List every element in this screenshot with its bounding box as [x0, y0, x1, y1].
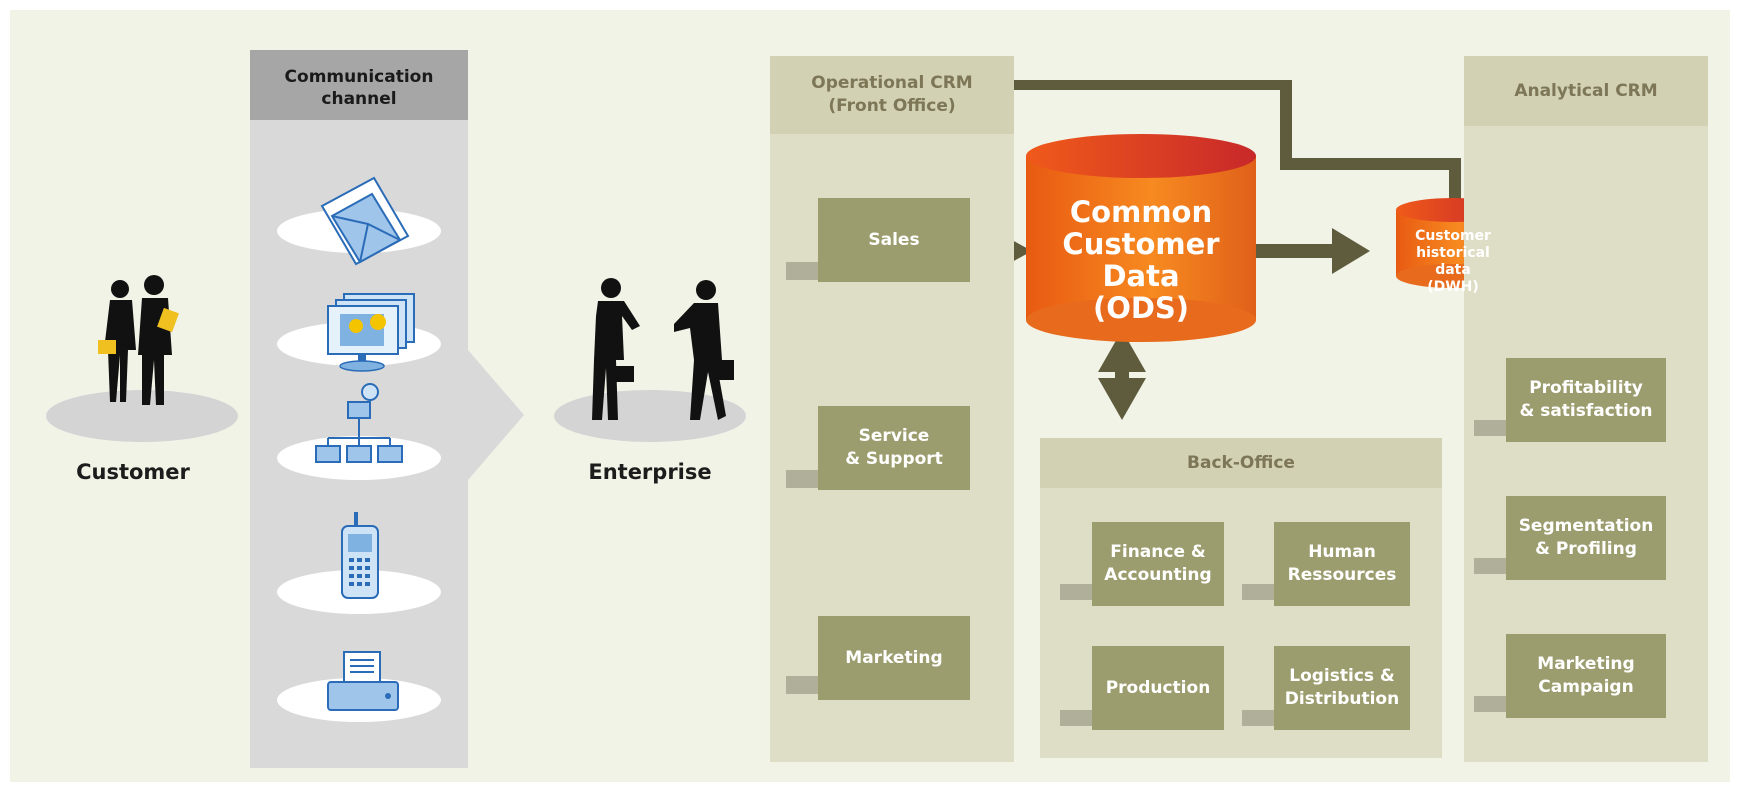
service-line2: & Support: [845, 449, 943, 469]
dwh-line2: historical data: [1416, 245, 1490, 278]
finance-line2: Accounting: [1104, 565, 1212, 585]
ods-database-icon: [1026, 134, 1256, 342]
production-box: Production: [1092, 646, 1224, 730]
logistics-distribution-box: Logistics & Distribution: [1274, 646, 1410, 730]
service-support-box: Service & Support: [818, 406, 970, 490]
channel-header-line1: Communication: [284, 67, 434, 87]
enterprise-figures: [592, 278, 734, 420]
customer-ellipse: [46, 390, 238, 442]
ods-line1: Common: [1069, 195, 1213, 229]
profit-line1: Profitability: [1529, 378, 1643, 398]
marketing-box: Marketing: [818, 616, 970, 700]
ods-dwh-arrow: [1236, 228, 1370, 274]
ods-line3: (ODS): [1092, 291, 1190, 325]
dwh-label: Customer historical data (DWH): [1396, 228, 1510, 296]
segmentation-profiling-box: Segmentation & Profiling: [1506, 496, 1666, 580]
diagram-graphics: [46, 50, 1510, 768]
analytical-crm-header: Analytical CRM: [1464, 56, 1708, 126]
customer-label: Customer: [76, 460, 190, 484]
email-icon: [320, 176, 410, 266]
ods-label: Common Customer Data (ODS): [1026, 196, 1256, 324]
mobile-phone-icon: [341, 512, 379, 599]
ods-backoffice-double-arrow: [1098, 330, 1146, 420]
customer-figures: [98, 275, 179, 405]
web-icon: [327, 293, 415, 372]
dwh-line1: Customer: [1415, 228, 1491, 244]
network-icon: [315, 383, 403, 463]
back-office-header: Back-Office: [1040, 438, 1442, 488]
channel-header: Communication channel: [250, 66, 468, 110]
human-resources-box: Human Ressources: [1274, 522, 1410, 606]
enterprise-label: Enterprise: [588, 460, 712, 484]
service-line1: Service: [858, 426, 930, 446]
channel-header-line2: channel: [321, 89, 397, 109]
hr-line1: Human: [1308, 542, 1376, 562]
diagram-canvas: Communication channel Customer Enterpris…: [10, 10, 1730, 782]
dwh-line3: (DWH): [1427, 279, 1479, 295]
hr-line2: Ressources: [1287, 565, 1397, 585]
operational-crm-header: Operational CRM (Front Office): [770, 56, 1014, 134]
marketing-campaign-box: Marketing Campaign: [1506, 634, 1666, 718]
profit-line2: & satisfaction: [1519, 401, 1653, 421]
finance-accounting-box: Finance & Accounting: [1092, 522, 1224, 606]
finance-line1: Finance &: [1110, 542, 1206, 562]
sales-box: Sales: [818, 198, 970, 282]
operational-crm-title-line1: Operational CRM: [811, 73, 973, 93]
logistics-line2: Distribution: [1284, 689, 1400, 709]
seg-line1: Segmentation: [1518, 516, 1654, 536]
seg-line2: & Profiling: [1535, 539, 1637, 559]
profitability-satisfaction-box: Profitability & satisfaction: [1506, 358, 1666, 442]
logistics-line1: Logistics &: [1289, 666, 1395, 686]
campaign-line2: Campaign: [1538, 677, 1634, 697]
campaign-line1: Marketing: [1537, 654, 1635, 674]
ods-line2: Customer Data: [1062, 227, 1220, 293]
channel-chevron: [468, 350, 524, 480]
operational-crm-title-line2: (Front Office): [828, 96, 956, 116]
fax-icon: [327, 651, 399, 711]
channel-column-header: [250, 50, 468, 120]
